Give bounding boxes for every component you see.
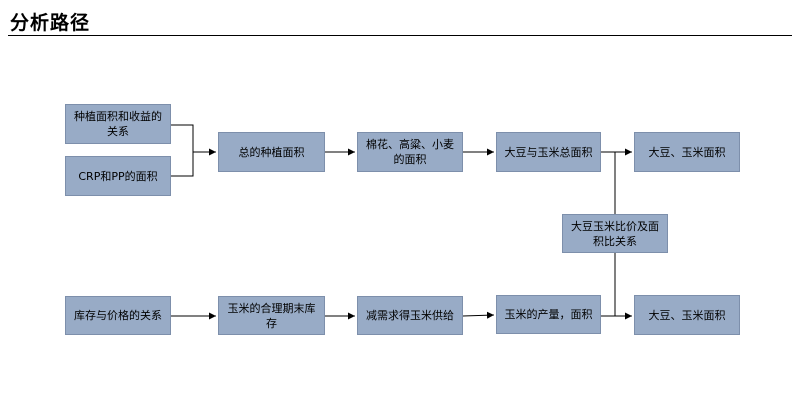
node-total-planted-area: 总的种植面积	[218, 132, 325, 172]
node-soy-corn-area-top: 大豆、玉米面积	[634, 132, 740, 172]
node-corn-ending-stock: 玉米的合理期末库存	[218, 296, 325, 335]
node-planting-revenue: 种植面积和收益的关系	[65, 104, 171, 144]
node-cotton-sorghum-wheat: 棉花、高粱、小麦的面积	[357, 132, 463, 172]
node-stock-price: 库存与价格的关系	[65, 296, 171, 335]
node-crp-pp-area: CRP和PP的面积	[65, 156, 171, 196]
node-price-area-ratio: 大豆玉米比价及面积比关系	[562, 214, 668, 253]
title-divider	[8, 35, 792, 36]
arrow-b10-to-b11	[462, 311, 495, 319]
node-soy-corn-area-bottom: 大豆、玉米面积	[634, 295, 740, 335]
node-corn-output-area: 玉米的产量，面积	[496, 295, 601, 334]
node-corn-supply: 减需求得玉米供给	[357, 296, 463, 335]
merge-connector	[171, 124, 194, 177]
node-soy-corn-total: 大豆与玉米总面积	[496, 132, 601, 172]
page-title: 分析路径	[10, 12, 91, 34]
